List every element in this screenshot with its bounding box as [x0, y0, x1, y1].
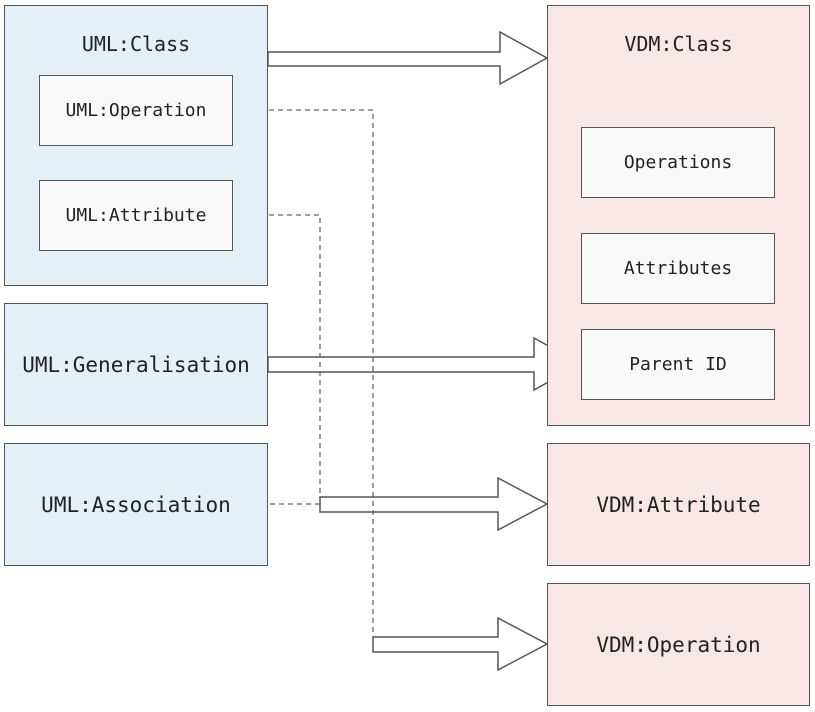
arrow-to-vdm-operation — [372, 616, 549, 672]
vdm-parent-id-box: Parent ID — [581, 329, 775, 400]
vdm-operations-box: Operations — [581, 127, 775, 198]
vdm-attributes-box: Attributes — [581, 233, 775, 304]
arrow-generalisation-to-parent-id — [267, 336, 583, 392]
uml-generalisation-box: UML:Generalisation — [4, 303, 268, 426]
uml-association-box: UML:Association — [4, 443, 268, 566]
vdm-operation-box: VDM:Operation — [547, 583, 810, 706]
uml-class-title: UML:Class — [81, 32, 191, 56]
uml-attribute-box: UML:Attribute — [39, 180, 233, 251]
vdm-class-title: VDM:Class — [624, 32, 733, 56]
arrow-class-to-vdm-class — [267, 30, 549, 86]
uml-operation-box: UML:Operation — [39, 75, 233, 146]
dashed-line-operation — [233, 109, 374, 637]
vdm-attribute-box: VDM:Attribute — [547, 443, 810, 566]
arrow-to-vdm-attribute — [319, 476, 549, 532]
